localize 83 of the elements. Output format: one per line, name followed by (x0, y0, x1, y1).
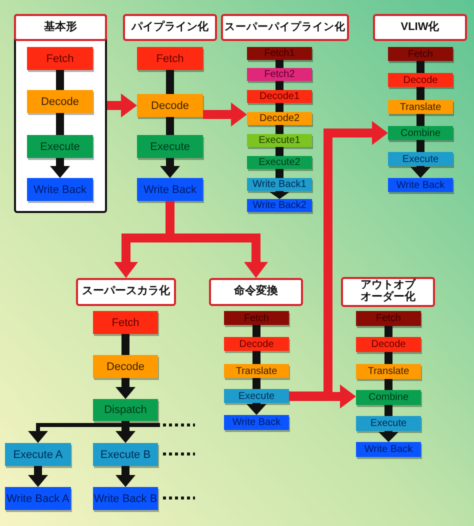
connector-bar (416, 114, 424, 126)
connector-bar (416, 87, 424, 100)
connector-bar (276, 169, 284, 178)
pipeline-stage: Execute1 (247, 134, 312, 147)
connector-bar (276, 125, 284, 134)
pipeline-stage: Fetch1 (247, 47, 312, 60)
arrow (378, 431, 398, 442)
pipeline-stage: Execute A (5, 443, 71, 466)
arrow (28, 466, 48, 487)
pipeline-stage: Write Back A (5, 487, 71, 510)
connector-bar (384, 379, 392, 390)
pipeline-stage: Execute B (93, 443, 158, 466)
arrow (410, 166, 430, 178)
pipeline-stage: Execute (356, 416, 421, 431)
pipeline-stage: Write Back (356, 442, 421, 457)
pipeline-stage: Decode (93, 355, 158, 378)
pipeline-stage: Decode (388, 73, 453, 87)
connector-bar (384, 326, 392, 337)
connector-bar (252, 351, 260, 364)
connector-bar (276, 60, 284, 68)
arrow (160, 158, 180, 178)
arrow (270, 191, 290, 199)
connector-bar (252, 378, 260, 389)
arrow (50, 158, 70, 178)
pipeline-stage: Fetch (93, 311, 158, 334)
stage-heading: 基本形 (14, 14, 107, 41)
pipeline-stage: Translate (388, 100, 453, 114)
arrow (116, 466, 136, 487)
pipeline-stage: Fetch2 (247, 68, 312, 81)
pipeline-stage: Execute (388, 152, 453, 166)
panel-frame (14, 14, 107, 213)
connector-bar (276, 81, 284, 90)
pipeline-stage: Fetch (224, 311, 289, 325)
connector-bar (276, 147, 284, 156)
pipeline-stage: Combine (388, 126, 453, 140)
stage-heading: VLIW化 (373, 14, 467, 41)
arrow (246, 403, 266, 415)
connector-bar (252, 325, 260, 337)
transition-arrow (289, 384, 356, 408)
connector-bar (276, 103, 284, 112)
pipeline-stage: Decode2 (247, 112, 312, 125)
pipeline-stage: Fetch (388, 47, 453, 61)
pipeline-stage: Dispatch (93, 399, 158, 421)
pipeline-stage: Translate (356, 364, 421, 379)
stage-heading: パイプライン化 (123, 14, 217, 41)
pipeline-stage: Fetch (137, 47, 203, 70)
pipeline-stage: Write Back (27, 178, 93, 201)
transition-arrow (203, 102, 247, 126)
pipeline-stage: Fetch (27, 47, 93, 70)
pipeline-stage: Execute (224, 389, 289, 403)
pipeline-stage: Decode (356, 337, 421, 352)
pipeline-stage: Write Back1 (247, 178, 312, 191)
pipeline-stage: Write Back B (93, 487, 158, 510)
pipeline-stage: Combine (356, 390, 421, 405)
pipeline-stage: Translate (224, 364, 289, 378)
stage-heading: 命令変換 (209, 278, 303, 306)
connector-bar (416, 140, 424, 152)
stage-heading: スーパーパイプライン化 (221, 14, 349, 41)
pipeline-stage: Write Back2 (247, 199, 312, 212)
pipeline-stage: Execute2 (247, 156, 312, 169)
pipeline-stage: Decode (27, 90, 93, 113)
connector-bar (416, 61, 424, 73)
pipeline-stage: Execute (27, 135, 93, 158)
connector-bar (166, 117, 174, 135)
arrow (116, 421, 136, 443)
connector-bar (56, 70, 64, 90)
transition-arrow (107, 94, 137, 118)
arrow (116, 378, 136, 399)
stage-heading: アウトオブオーダー化 (341, 277, 435, 307)
pipeline-stage: Decode (137, 94, 203, 117)
pipeline-stage: Execute (137, 135, 203, 158)
connector-bar (56, 113, 64, 135)
connector-bar (166, 70, 174, 94)
pipeline-stage: Write Back (388, 178, 453, 192)
pipeline-stage: Decode (224, 337, 289, 351)
connector-bar (384, 405, 392, 416)
pipeline-stage: Write Back (137, 178, 203, 201)
pipeline-stage: Decode1 (247, 90, 312, 103)
pipeline-stage: Write Back (224, 415, 289, 430)
connector-bar (122, 334, 130, 355)
connector-bar (384, 352, 392, 364)
pipeline-stage: Fetch (356, 311, 421, 326)
stage-heading: スーパースカラ化 (76, 278, 176, 306)
